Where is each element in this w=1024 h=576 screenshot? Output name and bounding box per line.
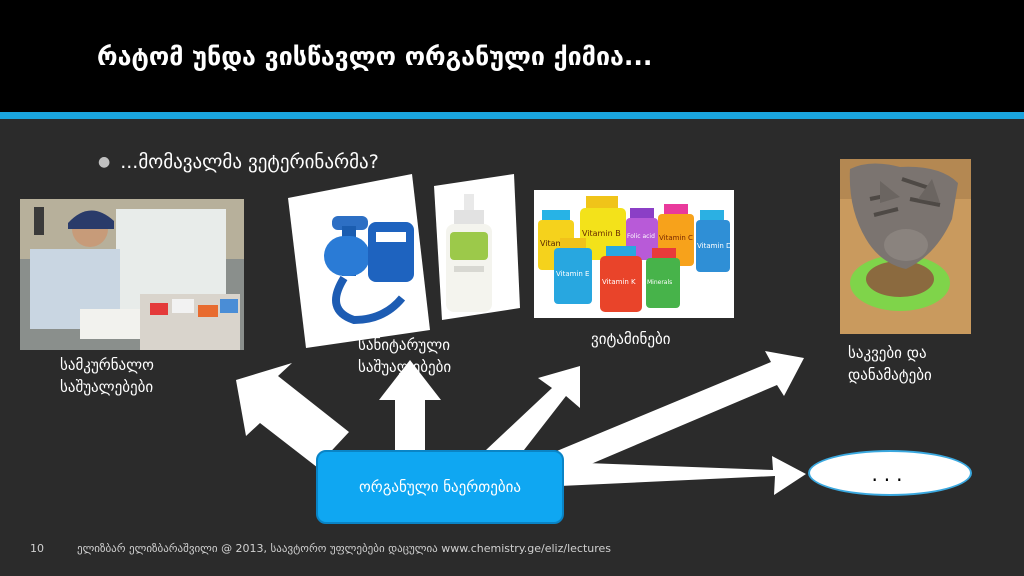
cat-photo bbox=[840, 159, 971, 334]
arrow-to-ellipsis bbox=[560, 456, 806, 495]
bottle-label-minerals: Minerals bbox=[647, 279, 672, 286]
footer-copyright: ელიზბარ ელიზბარაშვილი @ 2013, საავტორო უ… bbox=[77, 542, 612, 555]
slide-number: 10 bbox=[30, 542, 44, 555]
bullet-question: ● ...მომავალმა ვეტერინარმა? bbox=[98, 151, 379, 173]
label-food: საკვები და დანამატები bbox=[848, 342, 932, 386]
accent-line bbox=[0, 112, 1024, 119]
sanitary-photo bbox=[288, 174, 520, 348]
arrow-to-medical bbox=[236, 363, 349, 478]
label-medical: სამკურნალო საშუალებები bbox=[60, 354, 154, 398]
arrow-to-food bbox=[552, 351, 804, 478]
label-sanitary-line2: საშუალებები bbox=[358, 358, 452, 376]
medical-photo bbox=[20, 199, 244, 350]
bottle-label-a: Vitamin A bbox=[540, 239, 579, 248]
label-sanitary: სანიტარული საშუალებები bbox=[358, 334, 451, 378]
slide-title: რატომ უნდა ვისწავლო ორგანული ქიმია... bbox=[97, 42, 653, 71]
label-medical-line2: საშუალებები bbox=[60, 378, 154, 396]
more-items-label: ... bbox=[871, 462, 909, 486]
bottle-label-folic: Folic acid bbox=[627, 233, 655, 240]
organic-compounds-label: ორგანული ნაერთებია bbox=[358, 478, 522, 496]
label-food-line2: დანამატები bbox=[848, 366, 932, 384]
bottle-label-c: Vitamin C bbox=[659, 234, 693, 242]
bottle-label-e: Vitamin E bbox=[556, 270, 589, 278]
label-food-line1: საკვები და bbox=[848, 344, 927, 362]
arrow-to-sanitary bbox=[379, 360, 441, 450]
bullet-text: ...მომავალმა ვეტერინარმა? bbox=[120, 151, 379, 173]
label-vitamins: ვიტამინები bbox=[591, 330, 671, 348]
vitamins-photo: Vitamin A Vitamin B Folic acid Vitamin C… bbox=[534, 190, 734, 318]
bottle-label-d: Vitamin D bbox=[697, 242, 731, 250]
bullet-dot: ● bbox=[98, 154, 111, 170]
label-sanitary-line1: სანიტარული bbox=[358, 336, 450, 354]
label-medical-line1: სამკურნალო bbox=[60, 356, 154, 374]
arrow-to-vitamins bbox=[486, 366, 580, 450]
organic-compounds-box: ორგანული ნაერთებია bbox=[316, 450, 564, 524]
bottle-label-k: Vitamin K bbox=[602, 278, 636, 286]
more-items-ellipse: ... bbox=[808, 450, 972, 496]
bottle-label-b: Vitamin B bbox=[582, 229, 621, 238]
title-bar bbox=[0, 0, 1024, 112]
